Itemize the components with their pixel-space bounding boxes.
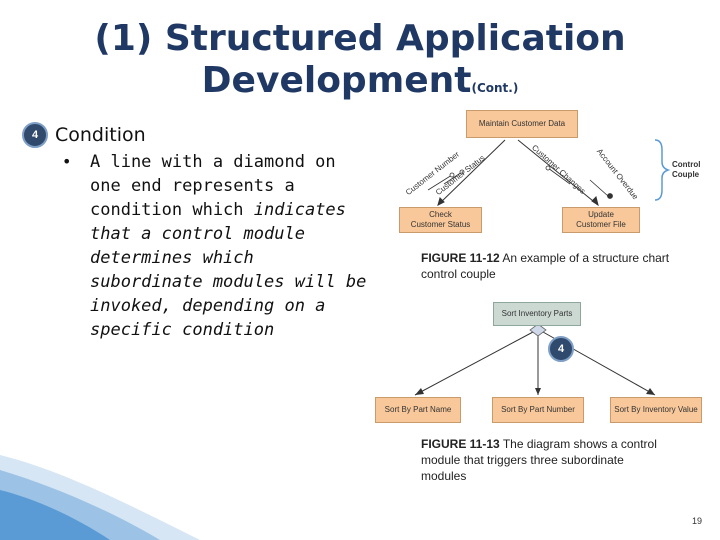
page-number: 19 <box>691 516 702 526</box>
title-line-2-text: Development <box>201 60 472 101</box>
fig12-right-box: Update Customer File <box>562 207 640 233</box>
figure12-caption-label: FIGURE 11-12 <box>421 251 500 265</box>
fig12-left-box-line2: Customer Status <box>410 220 471 229</box>
figure13-caption-text: The diagram shows a control module that … <box>421 437 657 483</box>
control-couple-label: Control Couple <box>672 160 700 180</box>
title-line-1: (1) Structured Application <box>94 18 626 59</box>
fig12-right-box-line2: Customer File <box>576 220 626 229</box>
control-couple-label-line2: Couple <box>672 170 700 179</box>
slide-title: (1) Structured Application Development(C… <box>0 18 720 109</box>
section-heading: Condition <box>55 124 146 146</box>
fig13-arrowheads <box>415 388 655 395</box>
fig12-flag-arrows <box>427 165 613 199</box>
figure13-caption: FIGURE 11-13 The diagram shows a control… <box>421 436 671 484</box>
title-line-2: Development(Cont.) <box>0 60 720 109</box>
figure13-caption-label: FIGURE 11-13 <box>421 437 500 451</box>
bullet-italic-text: indicates that a control module determin… <box>90 200 367 340</box>
fig12-left-box: Check Customer Status <box>399 207 482 233</box>
step-badge: 4 <box>22 122 48 148</box>
fig13-box-inventory-value: Sort By Inventory Value <box>610 397 702 423</box>
fig12-left-box-line1: Check <box>429 210 452 219</box>
bullet-normal-text: A line with a diamond on one end represe… <box>90 152 336 220</box>
decorative-wave <box>0 455 200 540</box>
figure-step-badge: 4 <box>548 336 574 362</box>
title-cont: (Cont.) <box>471 81 519 95</box>
fig13-box-part-number: Sort By Part Number <box>492 397 584 423</box>
fig12-right-box-line1: Update <box>588 210 614 219</box>
condition-diamond <box>529 323 547 337</box>
bullet-marker: • <box>62 152 72 171</box>
control-couple-label-line1: Control <box>672 160 701 169</box>
figure12-caption-text: An example of a structure chart control … <box>421 251 670 281</box>
control-couple-bracket <box>654 139 671 201</box>
fig12-top-box: Maintain Customer Data <box>466 110 578 138</box>
bullet-text: A line with a diamond on one end represe… <box>90 150 370 342</box>
fig12-connectors <box>437 139 599 207</box>
figure12-caption: FIGURE 11-12 An example of a structure c… <box>421 250 691 282</box>
fig13-connectors <box>414 331 656 396</box>
fig13-top-box: Sort Inventory Parts <box>493 302 581 326</box>
fig13-box-part-name: Sort By Part Name <box>375 397 461 423</box>
